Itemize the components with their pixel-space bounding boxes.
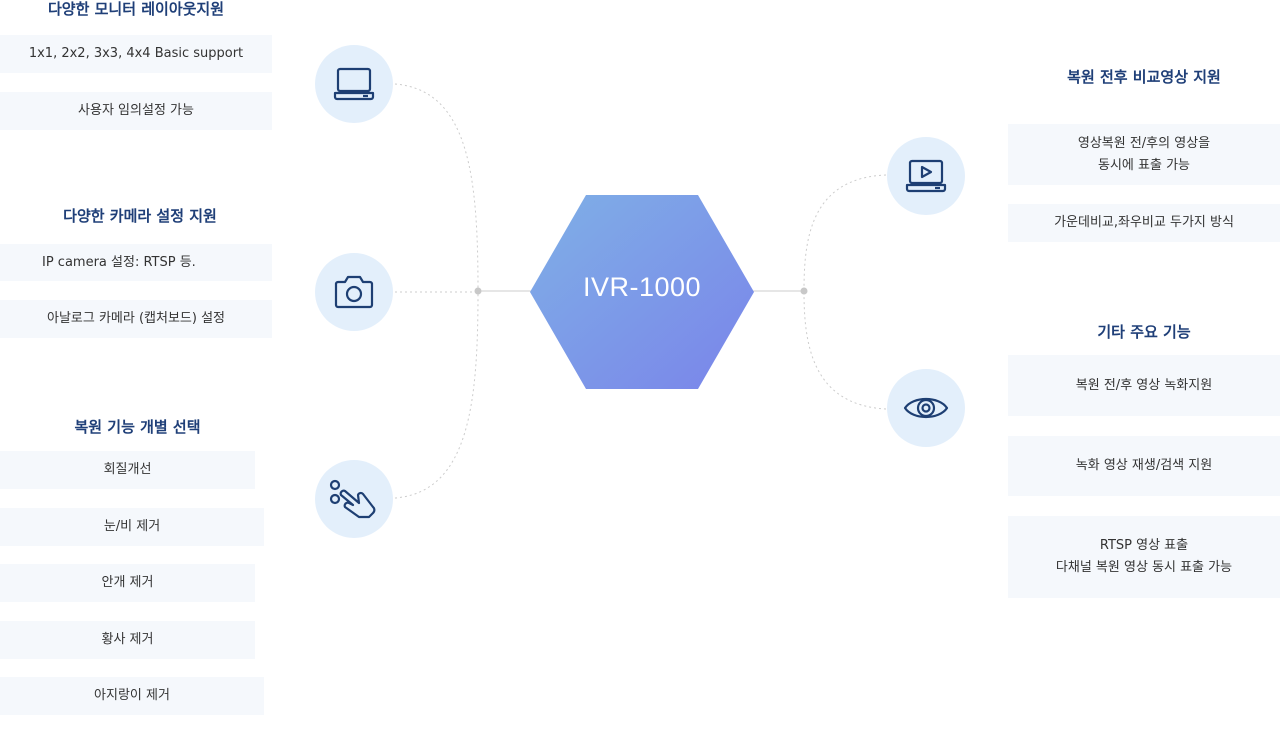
item-camera-analog: 아날로그 카메라 (캡처보드) 설정 (0, 300, 272, 338)
hub-dot-right (800, 287, 808, 295)
heading-camera-settings: 다양한 카메라 설정 지원 (63, 207, 217, 225)
center-hexagon (530, 195, 754, 389)
item-etc-playback: 녹화 영상 재생/검색 지원 (1008, 436, 1280, 496)
connector-monitor (394, 83, 479, 292)
item-camera-ip: IP camera 설정: RTSP 등. (0, 244, 272, 281)
hub-dot-left (474, 287, 482, 295)
item-compare-simultaneous: 영상복원 전/후의 영상을 동시에 표출 가능 (1008, 124, 1280, 185)
camera-icon (334, 275, 374, 309)
eye-icon-circle (887, 369, 965, 447)
heading-etc-features: 기타 주요 기능 (1097, 323, 1191, 341)
connector-etc (803, 290, 887, 410)
compare-icon-circle (887, 137, 965, 215)
item-restore-rain-snow: 눈/비 제거 (0, 508, 264, 546)
item-etc-rtsp: RTSP 영상 표출 다채널 복원 영상 동시 표출 가능 (1008, 516, 1280, 598)
video-laptop-icon (905, 159, 947, 193)
item-restore-quality: 회질개선 (0, 451, 255, 489)
camera-icon-circle (315, 253, 393, 331)
item-restore-heat-haze: 아지랑이 제거 (0, 677, 264, 715)
hand-pointer-icon-circle (315, 460, 393, 538)
connector-compare (803, 174, 887, 292)
heading-restore-select: 복원 기능 개별 선택 (74, 418, 201, 436)
item-compare-modes: 가운데비교,좌우비교 두가지 방식 (1008, 204, 1280, 242)
item-monitor-custom: 사용자 임의설정 가능 (0, 92, 272, 130)
heading-compare: 복원 전후 비교영상 지원 (1067, 68, 1221, 86)
hand-pointer-icon (329, 479, 376, 519)
connector-restore (394, 290, 479, 499)
item-restore-fog: 안개 제거 (0, 564, 255, 602)
center-label: IVR-1000 (582, 272, 702, 302)
item-etc-record: 복원 전/후 영상 녹화지원 (1008, 355, 1280, 416)
heading-monitor-layout: 다양한 모니터 레이아웃지원 (47, 0, 225, 18)
monitor-icon-circle (315, 45, 393, 123)
item-monitor-basic: 1x1, 2x2, 3x3, 4x4 Basic support (0, 35, 272, 73)
item-restore-dust: 황사 제거 (0, 621, 255, 659)
eye-icon (903, 397, 949, 419)
laptop-icon (333, 67, 375, 101)
